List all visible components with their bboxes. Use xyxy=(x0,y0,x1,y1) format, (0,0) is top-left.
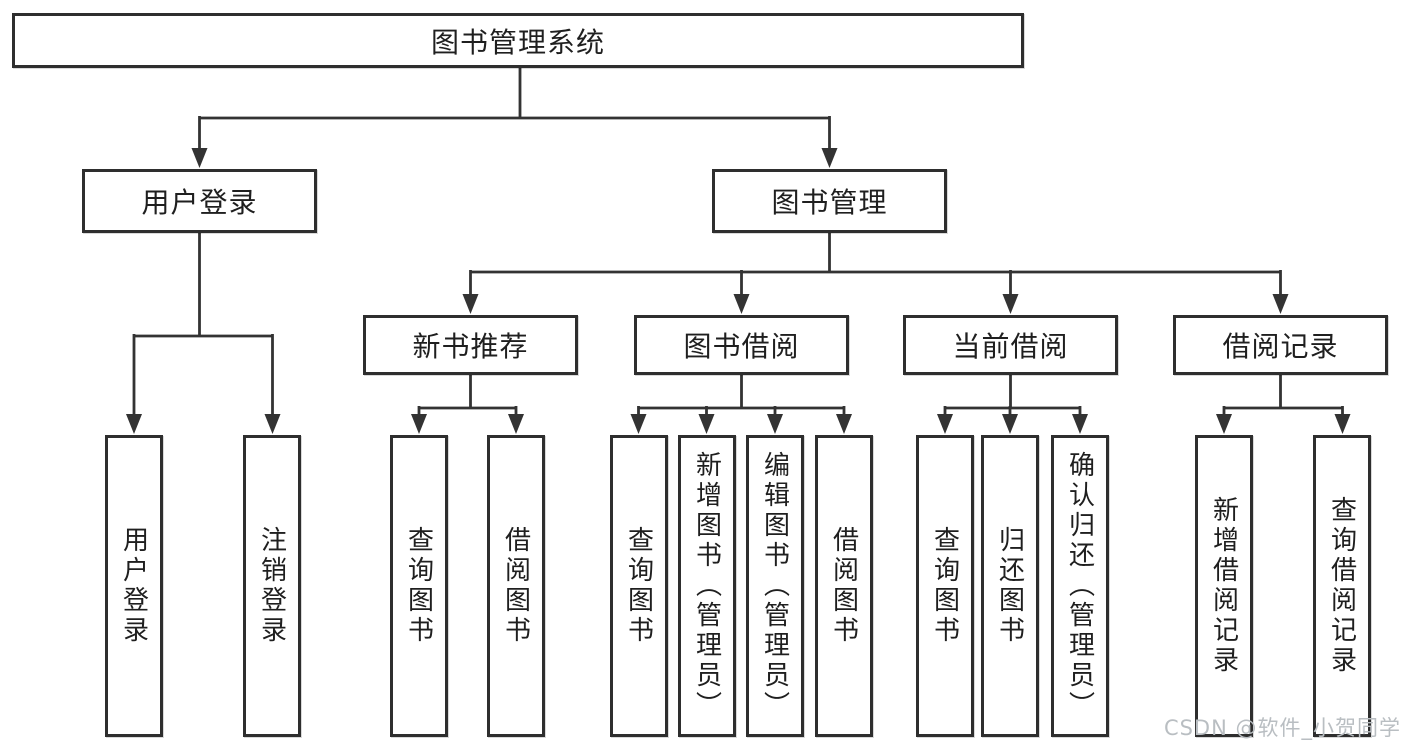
leaf-label: 查询图书 xyxy=(623,526,654,646)
leaf-borrowing-add-book-admin: 新增图书（管理员） xyxy=(678,435,736,737)
leaf-label: 归还图书 xyxy=(994,526,1025,646)
node-user-login-module: 用户登录 xyxy=(82,169,317,233)
leaf-current-return-book: 归还图书 xyxy=(981,435,1039,737)
leaf-user-login: 用户登录 xyxy=(105,435,163,737)
leaf-current-query-book: 查询图书 xyxy=(916,435,974,737)
node-label: 借阅记录 xyxy=(1222,330,1339,363)
arrowhead-icons xyxy=(126,148,1351,434)
leaf-logout: 注销登录 xyxy=(243,435,301,737)
leaf-borrowing-borrow-book: 借阅图书 xyxy=(815,435,873,737)
csdn-watermark: CSDN @软件_小贺同学 xyxy=(1163,716,1401,740)
node-label: 图书管理 xyxy=(771,186,888,219)
leaf-current-confirm-return-admin: 确认归还（管理员） xyxy=(1051,435,1109,737)
node-system-root: 图书管理系统 xyxy=(12,13,1024,68)
node-book-borrowing: 图书借阅 xyxy=(634,315,849,375)
leaf-borrowing-edit-book-admin: 编辑图书（管理员） xyxy=(746,435,804,737)
leaf-label: 查询图书 xyxy=(929,526,960,646)
leaf-newbooks-query-book: 查询图书 xyxy=(390,435,448,737)
node-new-book-recommend: 新书推荐 xyxy=(363,315,578,375)
leaf-records-add-record: 新增借阅记录 xyxy=(1195,435,1253,737)
node-label: 用户登录 xyxy=(141,186,258,219)
leaf-label: 用户登录 xyxy=(118,526,149,646)
leaf-label: 新增图书（管理员） xyxy=(691,451,722,721)
node-label: 新书推荐 xyxy=(412,330,529,363)
leaf-label: 借阅图书 xyxy=(828,526,859,646)
node-label: 图书管理系统 xyxy=(430,25,605,59)
leaf-label: 确认归还（管理员） xyxy=(1064,451,1095,721)
node-book-management-module: 图书管理 xyxy=(712,169,947,233)
leaf-label: 编辑图书（管理员） xyxy=(759,451,790,721)
node-current-borrowing: 当前借阅 xyxy=(903,315,1118,375)
leaf-label: 注销登录 xyxy=(256,526,287,646)
leaf-records-query-record: 查询借阅记录 xyxy=(1313,435,1371,737)
leaf-label: 新增借阅记录 xyxy=(1208,496,1239,676)
leaf-newbooks-borrow-book: 借阅图书 xyxy=(487,435,545,737)
leaf-label: 查询图书 xyxy=(403,526,434,646)
leaf-label: 借阅图书 xyxy=(500,526,531,646)
leaf-label: 查询借阅记录 xyxy=(1326,496,1357,676)
leaf-borrowing-query-book: 查询图书 xyxy=(610,435,668,737)
node-borrowing-records: 借阅记录 xyxy=(1173,315,1388,375)
node-label: 当前借阅 xyxy=(952,330,1069,363)
node-label: 图书借阅 xyxy=(683,330,800,363)
